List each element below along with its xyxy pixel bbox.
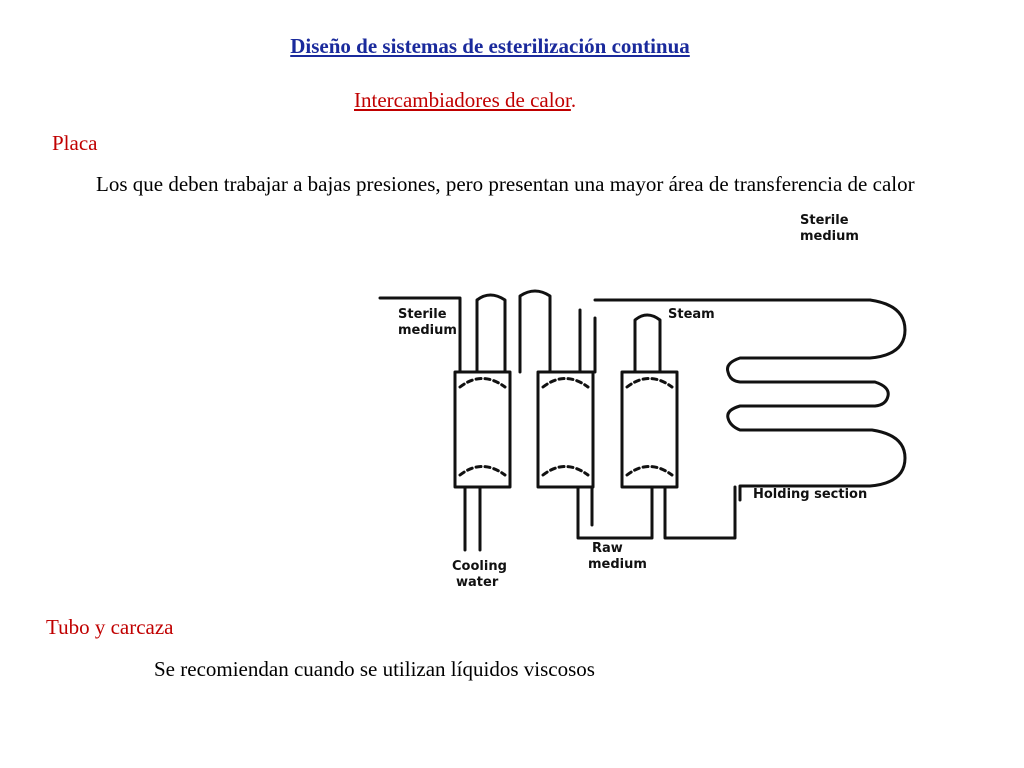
section-text-tubo: Se recomiendan cuando se utilizan líquid… (154, 657, 595, 681)
plate-3-port (625, 465, 674, 477)
plate-2-port (541, 377, 590, 389)
plate-1-port (458, 377, 507, 389)
subtitle-text: Intercambiadores de calor (354, 88, 571, 112)
sterile-inlet-pipe (378, 296, 462, 374)
label-raw-2: medium (588, 557, 647, 572)
label-holding-section: Holding section (753, 487, 867, 502)
label-sterile-top-1: Sterile (800, 213, 849, 228)
plate-3-port (625, 377, 674, 389)
label-steam: Steam (668, 307, 715, 322)
subtitle-suffix: . (570, 88, 577, 112)
label-sterile-top-2: medium (800, 229, 859, 244)
plate-2 (536, 370, 595, 489)
section-text-placa: Los que deben trabajar a bajas presiones… (96, 172, 915, 196)
label-raw-1: Raw (592, 541, 623, 556)
plate-heat-exchanger-diagram: Sterile medium Sterile medium Steam Hold… (378, 213, 907, 590)
holding-feed-pipe (663, 485, 737, 540)
plate-3 (620, 370, 679, 489)
section-heading-placa: Placa (52, 131, 98, 155)
plate-2-port (541, 465, 590, 477)
cooling-pipe (463, 485, 482, 552)
plate-1 (453, 370, 512, 489)
label-cooling-1: Cooling (452, 559, 507, 574)
steam-u (633, 313, 662, 374)
pipe-seg (518, 289, 552, 374)
slide-title: Diseño de sistemas de esterilización con… (290, 34, 690, 58)
label-sterile-left-2: medium (398, 323, 457, 338)
section-heading-tubo: Tubo y carcaza (46, 615, 174, 639)
pipe-seg (475, 293, 507, 374)
label-sterile-left-1: Sterile (398, 307, 447, 322)
plate-1-port (458, 465, 507, 477)
slide-subtitle: Intercambiadores de calor. (354, 88, 576, 113)
raw-pipe (576, 485, 654, 540)
label-cooling-2: water (456, 575, 499, 590)
steam-pipe (578, 308, 597, 374)
holding-coil (726, 298, 907, 502)
